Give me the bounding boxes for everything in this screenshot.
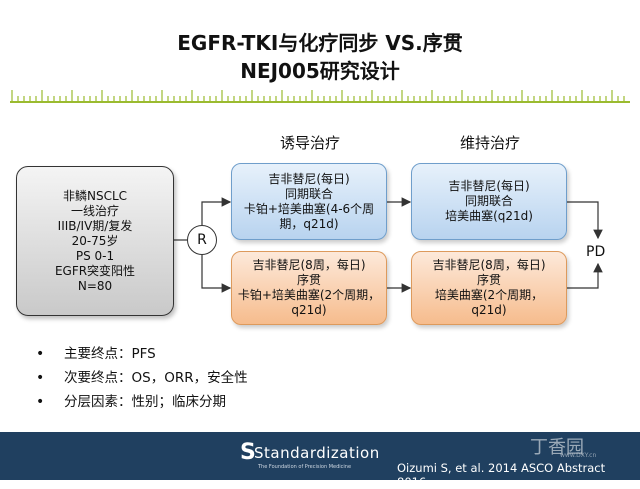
arm-line: 吉非替尼(8周，每日) [432, 258, 546, 272]
bullet-icon: • [36, 394, 45, 410]
slide-title-line1: EGFR-TKI与化疗同步 VS.序贯 [177, 31, 463, 55]
arm-line: q21d) [291, 303, 327, 317]
arm-line: 卡铂+培美曲塞(4-6个周 [243, 201, 375, 216]
connector-r-to-concurrent [201, 197, 232, 225]
standardization-logo: S Standardization The Foundation of Prec… [240, 436, 390, 476]
patient-criteria-line: IIIB/IV期/复发 [57, 218, 133, 233]
arm-line: 吉非替尼(每日) [268, 171, 350, 186]
arm-line: q21d) [471, 303, 507, 317]
footer-bar [0, 432, 640, 480]
progressive-disease-label: PD [586, 244, 606, 260]
endpoint-item: • 分层因素：性别；临床分期 [36, 390, 248, 414]
bullet-icon: • [36, 346, 45, 362]
randomization-node: R [187, 225, 217, 255]
arm-line: 吉非替尼(8周，每日) [252, 258, 366, 272]
arm-line: 培美曲塞(2个周期， [434, 288, 544, 302]
arm-line: 卡铂+培美曲塞(2个周期， [237, 288, 381, 302]
patient-criteria-line: 20-75岁 [71, 233, 119, 248]
arm-line: 期，q21d) [279, 216, 339, 231]
logo-text: Standardization [254, 444, 380, 462]
induction-sequential-box: 吉非替尼(8周，每日) 序贯 卡铂+培美曲塞(2个周期， q21d) [231, 251, 387, 325]
connector-concurrent-to-pd [567, 201, 603, 240]
slide-title-line2: NEJ005研究设计 [240, 59, 400, 83]
watermark-url: www.DXY.cn [560, 452, 597, 459]
logo-s-icon: S [240, 440, 256, 465]
maintenance-sequential-box: 吉非替尼(8周，每日) 序贯 培美曲塞(2个周期， q21d) [411, 251, 567, 325]
maintenance-concurrent-box: 吉非替尼(每日) 同期联合 培美曲塞(q21d) [411, 163, 567, 240]
patient-criteria-line: 非鳞NSCLC [62, 188, 128, 203]
arm-line: 同期联合 [284, 186, 333, 201]
flow-connectors [174, 197, 603, 293]
bullet-icon: • [36, 370, 45, 386]
endpoint-text: 次要终点：OS，ORR，安全性 [64, 370, 248, 386]
citation-text: Oizumi S, et al. 2014 ASCO Abstract 8016… [397, 461, 606, 489]
endpoint-text: 分层因素：性别；临床分期 [64, 394, 226, 410]
patient-criteria-line: N=80 [77, 278, 113, 293]
patient-criteria-box: 非鳞NSCLC 一线治疗 IIIB/IV期/复发 20-75岁 PS 0-1 E… [16, 166, 174, 316]
patient-criteria-line: EGFR突变阳性 [54, 263, 136, 278]
watermark-logo: 丁香园 [530, 437, 584, 458]
phase-label-maintenance: 维持治疗 [459, 134, 520, 152]
logo-tagline: The Foundation of Precision Medicine [258, 464, 352, 470]
connector-r-to-sequential [201, 255, 232, 293]
induction-concurrent-box: 吉非替尼(每日) 同期联合 卡铂+培美曲塞(4-6个周 期，q21d) [231, 163, 387, 240]
endpoint-item: • 次要终点：OS，ORR，安全性 [36, 366, 248, 390]
ruler-divider [10, 90, 630, 103]
phase-label-induction: 诱导治疗 [279, 134, 340, 152]
patient-criteria-line: 一线治疗 [70, 203, 119, 218]
arm-line: 吉非替尼(每日) [448, 179, 530, 193]
arm-line: 同期联合 [464, 194, 513, 208]
patient-criteria-line: PS 0-1 [75, 248, 115, 263]
arm-line: 序贯 [296, 273, 321, 287]
arm-line: 培美曲塞(q21d) [445, 209, 533, 223]
arm-line: 序贯 [476, 273, 501, 287]
endpoint-text: 主要终点：PFS [64, 346, 156, 362]
endpoints-list: • 主要终点：PFS • 次要终点：OS，ORR，安全性 • 分层因素：性别；临床分期 [36, 342, 248, 414]
endpoint-item: • 主要终点：PFS [36, 342, 248, 366]
connector-sequential-to-pd [567, 262, 603, 289]
